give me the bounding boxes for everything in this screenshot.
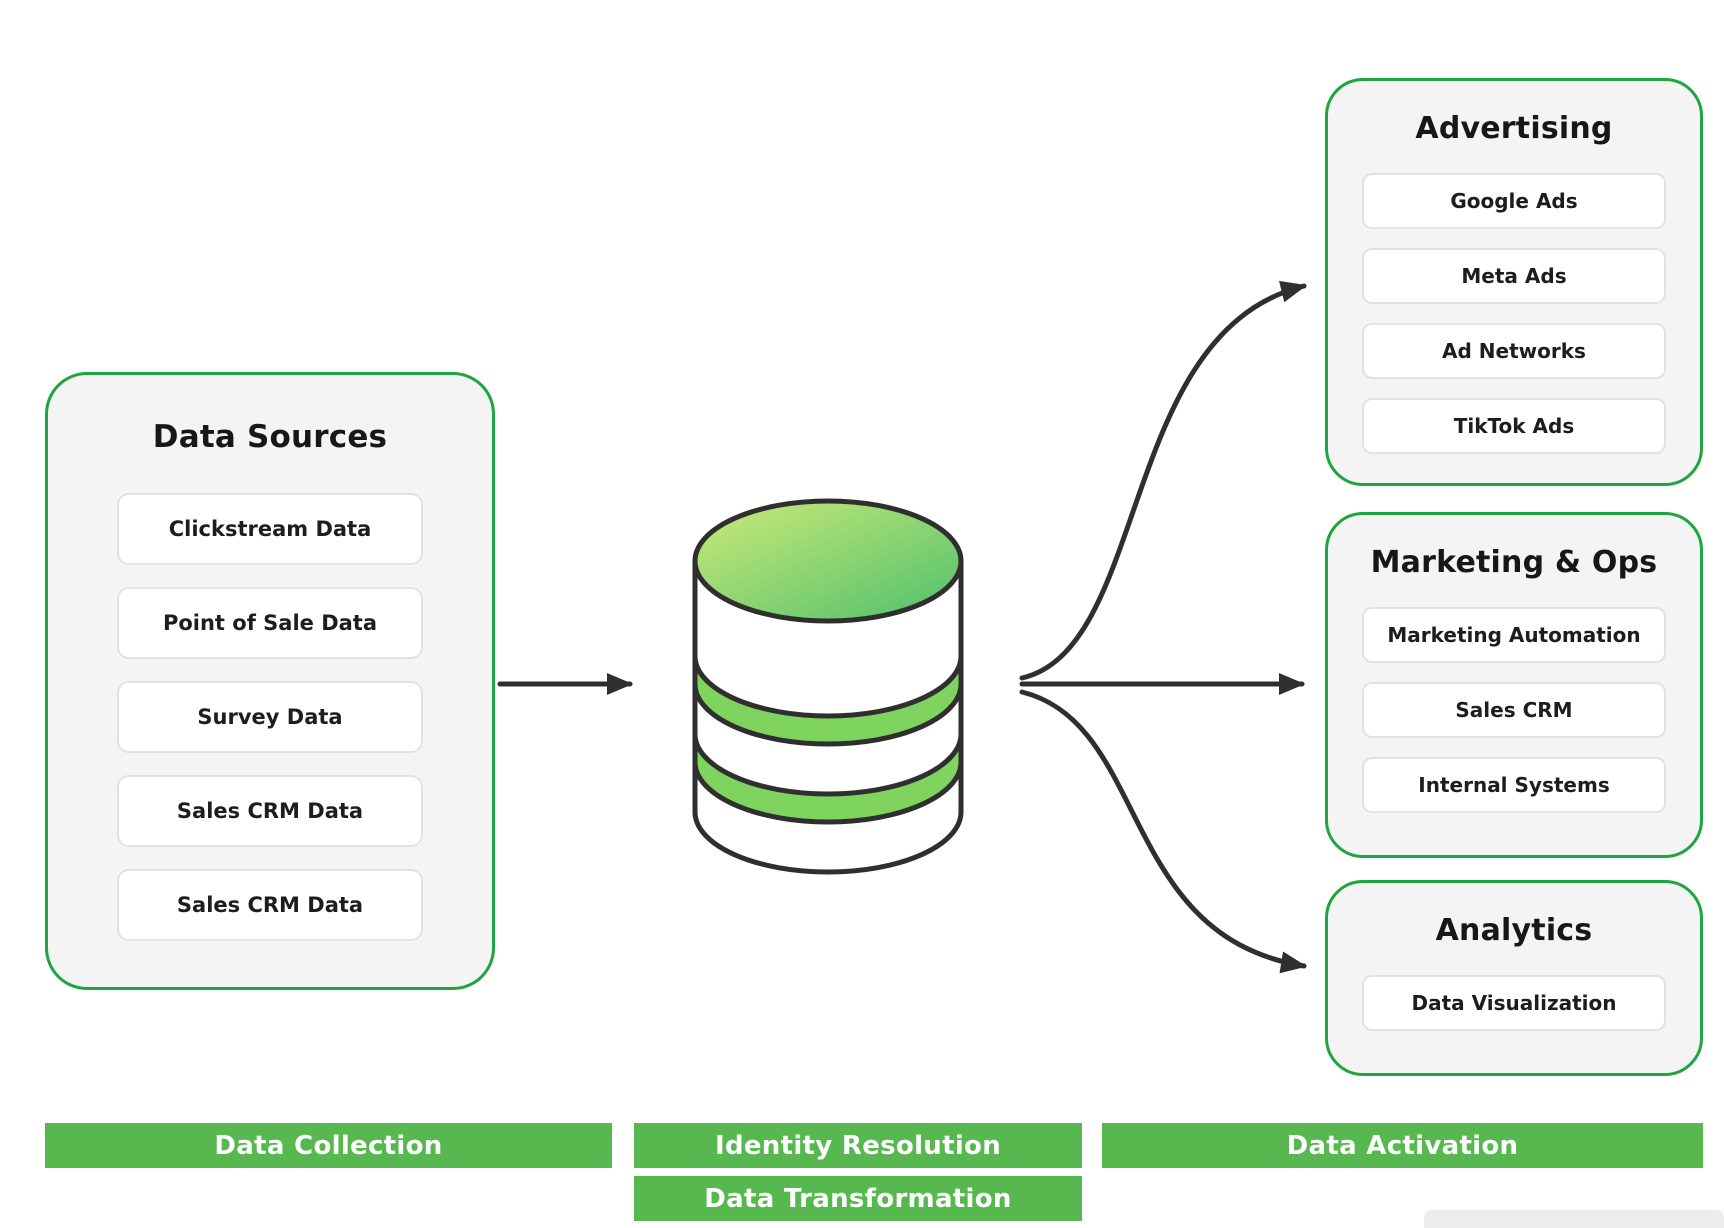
destination-item: Ad Networks: [1362, 323, 1666, 379]
data-sources-title: Data Sources: [152, 419, 388, 455]
marketing-ops-group: Marketing & Ops Marketing Automation Sal…: [1325, 512, 1703, 858]
source-item: Clickstream Data: [117, 493, 423, 565]
source-item: Sales CRM Data: [117, 775, 423, 847]
analytics-items: Data Visualization: [1362, 975, 1666, 1031]
destination-item: Internal Systems: [1362, 757, 1666, 813]
source-item: Point of Sale Data: [117, 587, 423, 659]
arrow-database-to-advertising: [1019, 280, 1307, 681]
bottom-right-artifact: [1424, 1210, 1724, 1228]
destination-item: Marketing Automation: [1362, 607, 1666, 663]
destination-item: Meta Ads: [1362, 248, 1666, 304]
advertising-group: Advertising Google Ads Meta Ads Ad Netwo…: [1325, 78, 1703, 486]
stage-banner-data-collection: Data Collection: [45, 1123, 612, 1168]
destination-item: Sales CRM: [1362, 682, 1666, 738]
marketing-ops-items: Marketing Automation Sales CRM Internal …: [1362, 607, 1666, 813]
destination-item: Data Visualization: [1362, 975, 1666, 1031]
data-sources-items: Clickstream Data Point of Sale Data Surv…: [117, 493, 423, 941]
stage-banner-data-activation: Data Activation: [1102, 1123, 1703, 1168]
analytics-title: Analytics: [1435, 913, 1593, 948]
analytics-group: Analytics Data Visualization: [1325, 880, 1703, 1076]
database-cylinder-icon: [692, 498, 964, 875]
arrow-database-to-analytics: [1019, 689, 1307, 974]
source-item: Survey Data: [117, 681, 423, 753]
stage-banner-data-transformation: Data Transformation: [634, 1176, 1082, 1221]
destination-item: Google Ads: [1362, 173, 1666, 229]
destination-item: TikTok Ads: [1362, 398, 1666, 454]
source-item: Sales CRM Data: [117, 869, 423, 941]
marketing-ops-title: Marketing & Ops: [1370, 545, 1658, 580]
stage-banner-identity-resolution: Identity Resolution: [634, 1123, 1082, 1168]
advertising-items: Google Ads Meta Ads Ad Networks TikTok A…: [1362, 173, 1666, 454]
advertising-title: Advertising: [1415, 111, 1613, 146]
data-sources-group: Data Sources Clickstream Data Point of S…: [45, 372, 495, 990]
